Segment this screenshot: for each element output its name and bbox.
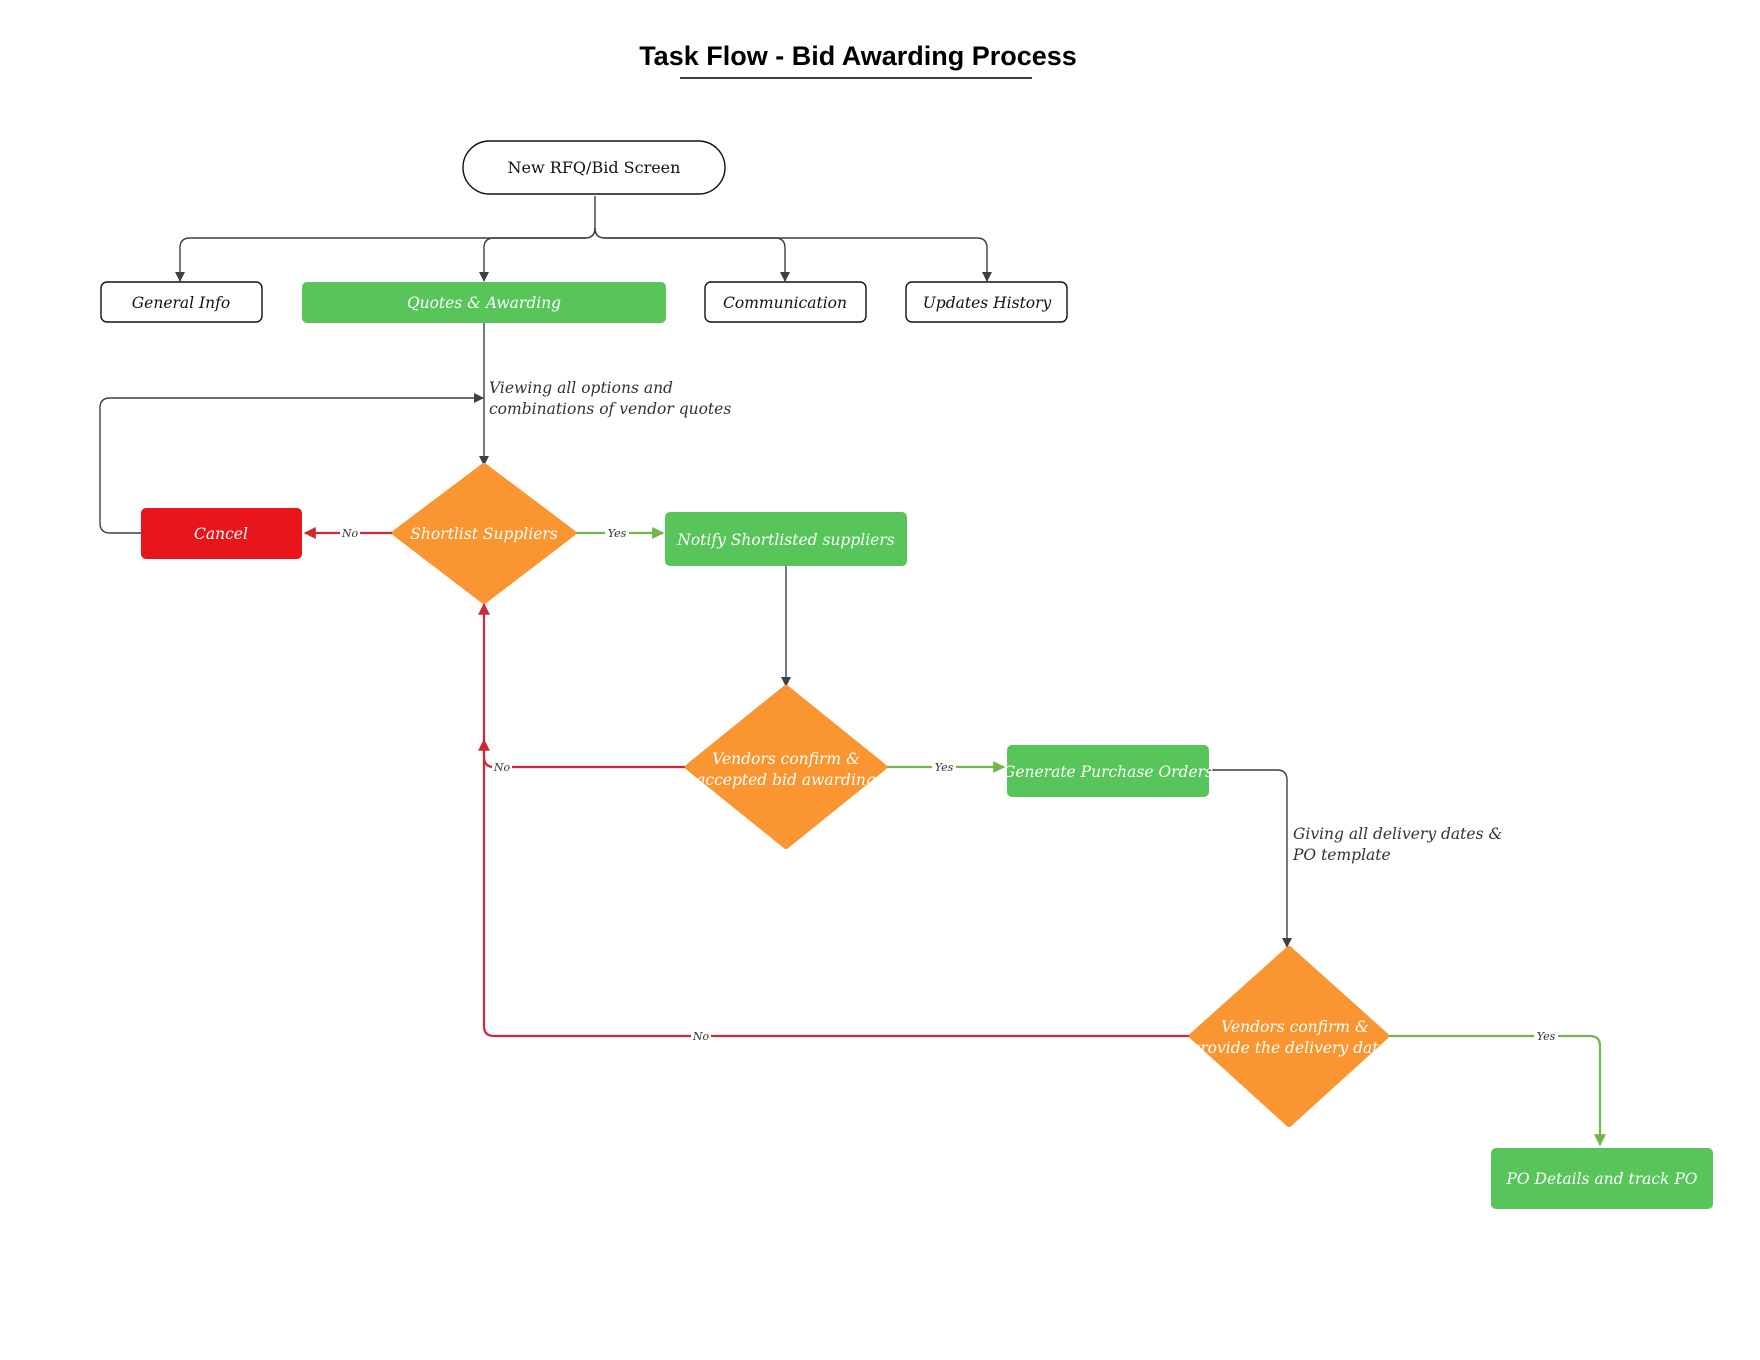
- edge-label-no-confirm2: No: [692, 1030, 710, 1043]
- svg-text:Shortlist Suppliers: Shortlist Suppliers: [410, 525, 558, 543]
- edge-confirm2-yes-po: [1386, 1034, 1606, 1147]
- svg-text:Communication: Communication: [723, 294, 847, 312]
- edge-cancel-loop-back: [99, 393, 484, 534]
- svg-text:Updates History: Updates History: [923, 294, 1052, 312]
- edge-generate-to-confirm2: [1209, 769, 1292, 948]
- svg-text:Notify Shortlisted suppliers: Notify Shortlisted suppliers: [676, 531, 894, 549]
- svg-text:provide the delivery date: provide the delivery date: [1190, 1039, 1387, 1057]
- edge-label-yes-po: Yes: [1537, 1030, 1556, 1043]
- node-cancel[interactable]: Cancel: [141, 508, 302, 559]
- node-new-rfq-bid-screen[interactable]: New RFQ/Bid Screen: [462, 140, 726, 195]
- edge-label-bg: [340, 526, 360, 540]
- edge-label-no-cancel: No: [341, 527, 359, 540]
- svg-text:Generate Purchase Orders: Generate Purchase Orders: [1003, 763, 1213, 781]
- node-quotes-awarding[interactable]: Quotes & Awarding: [302, 282, 666, 323]
- node-general-info[interactable]: General Info: [100, 281, 263, 323]
- svg-text:Cancel: Cancel: [194, 525, 248, 543]
- annotation-viewing-line1: Viewing all options and: [489, 379, 673, 397]
- edge-label-bg: [492, 760, 512, 774]
- svg-text:accepted bid awarding: accepted bid awarding: [696, 771, 876, 789]
- edge-start-communication: [594, 227, 790, 282]
- annotation-giving-line1: Giving all delivery dates &: [1293, 825, 1502, 843]
- edge-confirm2-no-back: [478, 738, 1192, 1038]
- svg-text:Vendors confirm &: Vendors confirm &: [712, 750, 860, 768]
- edge-label-bg: [691, 1029, 711, 1043]
- edge-start-updates-history: [594, 227, 992, 282]
- node-notify-shortlisted-suppliers[interactable]: Notify Shortlisted suppliers: [665, 512, 907, 566]
- edge-label-yes-notify: Yes: [608, 527, 627, 540]
- svg-text:PO Details and track PO: PO Details and track PO: [1505, 1170, 1697, 1188]
- annotation-viewing-line2: combinations of vendor quotes: [489, 400, 731, 418]
- edge-label-bg: [932, 760, 956, 774]
- annotation-giving: Giving all delivery dates & PO template: [1292, 825, 1502, 864]
- node-generate-purchase-orders[interactable]: Generate Purchase Orders: [1003, 745, 1213, 797]
- svg-text:Quotes & Awarding: Quotes & Awarding: [407, 294, 561, 312]
- edge-label-yes-generate: Yes: [935, 761, 954, 774]
- decision-vendors-confirm-delivery[interactable]: Vendors confirm & provide the delivery d…: [1189, 946, 1389, 1127]
- annotation-viewing: Viewing all options and combinations of …: [489, 379, 731, 418]
- node-communication[interactable]: Communication: [704, 281, 867, 323]
- annotation-giving-line2: PO template: [1292, 846, 1391, 864]
- edge-label-bg: [1534, 1029, 1558, 1043]
- svg-text:General Info: General Info: [132, 294, 230, 312]
- svg-text:Vendors confirm &: Vendors confirm &: [1221, 1018, 1369, 1036]
- decision-vendors-confirm-bid[interactable]: Vendors confirm & accepted bid awarding: [685, 685, 887, 849]
- diagram-title: Task Flow - Bid Awarding Process: [639, 41, 1077, 71]
- svg-text:New RFQ/Bid Screen: New RFQ/Bid Screen: [508, 158, 681, 177]
- node-po-details-track[interactable]: PO Details and track PO: [1491, 1148, 1713, 1209]
- decision-shortlist-suppliers[interactable]: Shortlist Suppliers: [392, 463, 576, 604]
- edge-label-bg: [605, 526, 629, 540]
- edge-start-quotes-awarding: [479, 227, 596, 282]
- edge-confirm1-no-shortlist: [478, 602, 687, 769]
- node-updates-history[interactable]: Updates History: [905, 281, 1068, 323]
- edge-label-no-confirm1: No: [493, 761, 511, 774]
